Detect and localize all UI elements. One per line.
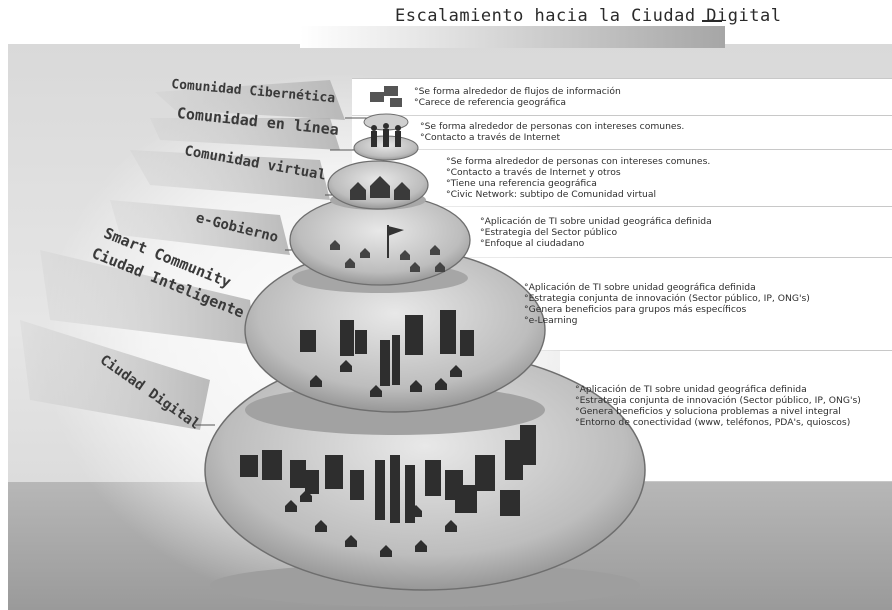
bullet-item: °Contacto a través de Internet y otros	[446, 167, 621, 178]
bullet-item: °Contacto a través de Internet	[420, 132, 561, 143]
building-icon	[305, 470, 319, 494]
house-icon	[415, 540, 427, 552]
tier-e-gobierno	[289, 194, 471, 293]
building-icon	[380, 340, 390, 386]
beam-linea	[150, 118, 340, 150]
bullet-item: °Aplicación de TI sobre unidad geográfic…	[480, 216, 712, 227]
beam-egob	[110, 200, 290, 255]
bullets-comunidad-en-linea: °Se forma alrededor de personas con inte…	[420, 121, 684, 143]
bullets-ciudad-digital: °Aplicación de TI sobre unidad geográfic…	[575, 384, 861, 428]
house-icon	[450, 365, 462, 377]
title-bar	[300, 26, 725, 48]
building-icon	[505, 440, 523, 480]
building-icon	[300, 330, 316, 352]
house-icon	[410, 505, 422, 517]
house-icon	[435, 378, 447, 390]
building-icon	[475, 455, 495, 491]
bullets-smart-community: °Aplicación de TI sobre unidad geográfic…	[524, 282, 810, 326]
bullet-item: °Aplicación de TI sobre unidad geográfic…	[575, 384, 807, 395]
bullet-item: °e-Learning	[524, 315, 578, 326]
bullet-item: °Se forma alrededor de flujos de informa…	[414, 86, 621, 97]
building-icon	[290, 460, 306, 488]
tier-smart-community	[244, 247, 546, 435]
building-icon	[390, 455, 400, 523]
bullet-item: °Genera beneficios y soluciona problemas…	[575, 406, 841, 417]
building-icon	[460, 330, 474, 356]
house-icon	[435, 262, 445, 272]
bullet-item: °Tiene una referencia geográfica	[446, 178, 597, 189]
bullet-item: °Enfoque al ciudadano	[480, 238, 585, 249]
bullet-item: °Genera beneficios para grupos más espec…	[524, 304, 747, 315]
house-icon	[370, 385, 382, 397]
beam-virtual	[130, 150, 330, 200]
people-icon	[370, 86, 402, 147]
house-icons-egobierno	[330, 240, 445, 272]
house-icon	[400, 250, 410, 260]
house-icon	[310, 375, 322, 387]
diagram-title: Escalamiento hacia la Ciudad Digital	[395, 6, 782, 26]
bullets-e-gobierno: °Aplicación de TI sobre unidad geográfic…	[480, 216, 712, 249]
house-icon	[285, 500, 297, 512]
building-icon	[392, 335, 400, 385]
house-icon	[340, 360, 352, 372]
house-icon	[330, 240, 340, 250]
title-cursor-underline	[702, 20, 722, 22]
house-icon	[410, 262, 420, 272]
building-icon	[440, 310, 456, 354]
building-icon	[520, 425, 536, 465]
building-icon	[325, 455, 343, 489]
building-icon	[425, 460, 441, 496]
house-icon	[430, 245, 440, 255]
building-icon	[355, 330, 367, 354]
building-icon	[350, 470, 364, 500]
beam-ciber	[155, 80, 345, 120]
house-icon	[410, 380, 422, 392]
house-icon	[300, 490, 312, 502]
building-icon	[375, 460, 385, 520]
bullet-item: °Estrategia conjunta de innovación (Sect…	[575, 395, 861, 406]
bullet-item: °Estrategia conjunta de innovación (Sect…	[524, 293, 810, 304]
beam-digital	[20, 320, 210, 430]
building-icons-digital	[240, 425, 536, 557]
bullet-item: °Civic Network: subtipo de Comunidad vir…	[446, 189, 657, 200]
house-icon	[445, 520, 457, 532]
house-icon	[345, 535, 357, 547]
bullets-comunidad-cibernetica: °Se forma alrededor de flujos de informa…	[414, 86, 621, 108]
building-icon	[340, 320, 354, 356]
flag-icon	[387, 225, 404, 258]
house-icon	[345, 258, 355, 268]
bullet-item: °Estrategia del Sector público	[480, 227, 618, 238]
building-icon	[262, 450, 282, 480]
building-icon	[240, 455, 258, 477]
house-icon	[315, 520, 327, 532]
building-icon	[405, 465, 415, 523]
bullet-item: °Aplicación de TI sobre unidad geográfic…	[524, 282, 756, 293]
bullet-item: °Entorno de conectividad (www, teléfonos…	[575, 417, 851, 428]
building-icon	[500, 490, 520, 516]
building-icons-smart	[300, 310, 474, 397]
house-icons-virtual	[350, 176, 410, 200]
bullets-comunidad-virtual: °Se forma alrededor de personas con inte…	[446, 156, 710, 200]
house-icon	[380, 545, 392, 557]
building-icon	[455, 485, 477, 513]
bullet-item: °Carece de referencia geográfica	[414, 97, 567, 108]
building-icon	[405, 315, 423, 355]
bullet-item: °Se forma alrededor de personas con inte…	[446, 156, 711, 167]
bullet-item: °Se forma alrededor de personas con inte…	[420, 121, 685, 132]
house-icon	[360, 248, 370, 258]
beam-smart	[40, 250, 255, 345]
